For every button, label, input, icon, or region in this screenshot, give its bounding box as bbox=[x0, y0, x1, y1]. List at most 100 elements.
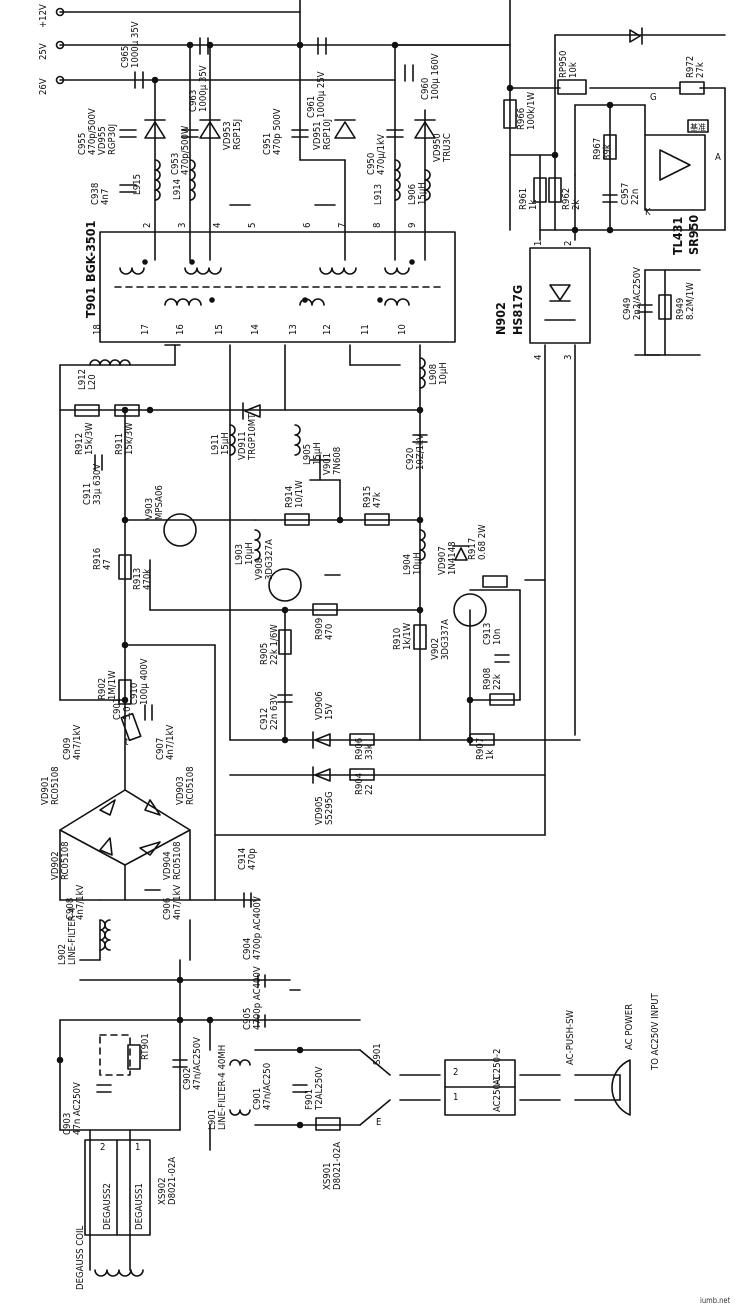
ref-r916: R916 bbox=[92, 548, 103, 570]
regulator-labels: TL431 SR950 G K A 基准 bbox=[645, 92, 721, 255]
label-r913: R913470k bbox=[132, 568, 153, 590]
ref-r911: R911 bbox=[114, 433, 125, 455]
ref-c901b: C901 bbox=[252, 1088, 263, 1110]
label-l911: L91115μH bbox=[210, 432, 231, 455]
transformer-pin-15: 15 bbox=[214, 324, 225, 335]
value-r914: 10/1W bbox=[294, 480, 305, 508]
ref-c908: C908 bbox=[65, 898, 76, 920]
value-vd955: RGP30J bbox=[107, 124, 118, 155]
label-l914: L914 bbox=[172, 179, 183, 200]
optocoupler-n902 bbox=[529, 247, 591, 344]
label-vd904: VD904RC05108 bbox=[162, 841, 183, 880]
ac-connector-n2: 2 bbox=[453, 1067, 458, 1078]
transformer-pin-9: 9 bbox=[407, 223, 418, 228]
ref-r905: R905 bbox=[259, 643, 270, 665]
ref-vd903: VD903 bbox=[175, 776, 186, 805]
label-r961: R9611k bbox=[518, 188, 539, 210]
transistor-symbols bbox=[163, 454, 487, 627]
ref-r910: R910 bbox=[392, 628, 403, 650]
ref-r961: R961 bbox=[518, 188, 529, 210]
ref-c906: C906 bbox=[162, 898, 173, 920]
ref-c955: C955 bbox=[77, 133, 88, 155]
value-c950: 470μ/1kV bbox=[376, 134, 387, 175]
value-vd911: TRGP10MT bbox=[247, 413, 258, 461]
ref-l911: L911 bbox=[210, 434, 221, 455]
ref-c949: C949 bbox=[622, 298, 633, 320]
ref-l915: L915 bbox=[132, 174, 143, 195]
value-c965: 1000μ 35V bbox=[130, 21, 141, 68]
ref-r962: R962 bbox=[561, 188, 572, 210]
ac-connector-pin2-label: AC250-2 bbox=[492, 1049, 503, 1085]
value-vd951: RGP10J bbox=[322, 119, 333, 150]
ac-connector-pin1-label: AC250-1 bbox=[492, 1076, 503, 1112]
ref-vd901: VD901 bbox=[40, 776, 51, 805]
value-r909: 470 bbox=[324, 624, 335, 640]
value-r907: 1k bbox=[485, 750, 496, 760]
transformer-labels: T901 BGK-3501 2 3 4 5 6 7 8 9 18 17 16 1… bbox=[83, 220, 418, 335]
degauss-pin2-label: DEGAUSS2 bbox=[102, 1183, 113, 1230]
label-c909: C9094n7/1kV bbox=[62, 724, 83, 760]
value-r906: 33k bbox=[364, 744, 375, 760]
label-r967: R96739k bbox=[592, 138, 613, 160]
ref-r917: R917 bbox=[467, 538, 478, 560]
ref-c950: C950 bbox=[366, 153, 377, 175]
value-c903: 47n AC250V bbox=[72, 1082, 83, 1135]
value-c901b: 47n/AC250 bbox=[262, 1063, 273, 1110]
diode-symbol bbox=[144, 27, 643, 139]
capacitor-symbol bbox=[119, 37, 414, 193]
regulator-note: 基准 bbox=[690, 122, 706, 132]
ref-r907: R907 bbox=[475, 738, 486, 760]
optocoupler-pin-4: 4 bbox=[533, 355, 544, 360]
transformer-pin-17: 17 bbox=[140, 324, 151, 335]
label-c912: C91222n 63V bbox=[259, 694, 280, 730]
label-c960: C960100μ 160V bbox=[420, 53, 441, 100]
ref-c961: C961 bbox=[306, 96, 317, 118]
label-l902: L902LINE-FILTER-4 bbox=[57, 907, 78, 965]
regulator-tl431 bbox=[644, 119, 709, 211]
value-r949: 8.2M/1W bbox=[685, 282, 696, 320]
ref-c913: C913 bbox=[482, 623, 493, 645]
degauss-n2: 2 bbox=[100, 1142, 105, 1153]
value-c907: 4n7/1kV bbox=[165, 724, 176, 760]
value-v908: 3DG327A bbox=[264, 539, 275, 580]
bridge-rectifier bbox=[59, 712, 191, 866]
value-c912: 22n 63V bbox=[269, 694, 280, 730]
label-c911: C91133μ 630V bbox=[82, 464, 103, 505]
transformer-pin-12: 12 bbox=[322, 324, 333, 335]
degauss-coil-label: DEGAUSS COIL bbox=[75, 1226, 86, 1290]
label-rt901: RT901 bbox=[140, 1033, 151, 1060]
ac-push-sw-label: AC-PUSH-SW bbox=[565, 1009, 576, 1065]
ref-r906: R906 bbox=[354, 738, 365, 760]
label-c905: C9054700p AC400V bbox=[242, 966, 263, 1030]
value-r972: 27k bbox=[695, 62, 706, 78]
label-c910: C910100μ 400V bbox=[129, 658, 150, 705]
label-c963: C9631000μ 35V bbox=[188, 65, 209, 112]
ref-l903: L903 bbox=[234, 544, 245, 565]
ref-xs901: XS901 bbox=[322, 1162, 333, 1190]
value-c902: 47n/AC250V bbox=[192, 1037, 203, 1090]
label-r962: R9622k bbox=[561, 188, 582, 210]
label-l905: L90515μH bbox=[302, 442, 323, 465]
label-f901: F901T2AL250V bbox=[304, 1066, 325, 1111]
ref-vd955: VD955 bbox=[97, 126, 108, 155]
value-xs901: D8021-02A bbox=[332, 1142, 343, 1190]
connector-boxes bbox=[84, 1059, 631, 1236]
label-c961: C9611000μ 25V bbox=[306, 71, 327, 118]
transformer-pin-11: 11 bbox=[360, 324, 371, 335]
label-l915: L915 bbox=[132, 174, 143, 195]
value-r908: 22k bbox=[492, 674, 503, 690]
transformer-part: BGK-3501 bbox=[83, 220, 98, 282]
ref-rp950: RP950 bbox=[558, 51, 569, 78]
label-vd907: VD9071N4148 bbox=[437, 541, 458, 575]
ref-vd950: VD950 bbox=[432, 133, 443, 162]
regulator-pin-g: G bbox=[650, 92, 657, 103]
ref-l908: L908 bbox=[428, 364, 439, 385]
ref-vd953: VD953 bbox=[222, 121, 233, 150]
rail-26v-label: 26V bbox=[38, 78, 49, 95]
transformer-pin-3: 3 bbox=[177, 223, 188, 228]
value-c920: 10Z/1kV bbox=[415, 434, 426, 470]
transformer-pin-5: 5 bbox=[247, 223, 258, 228]
value-c938: 4n7 bbox=[100, 189, 111, 205]
label-c902: C90247n/AC250V bbox=[182, 1037, 203, 1090]
